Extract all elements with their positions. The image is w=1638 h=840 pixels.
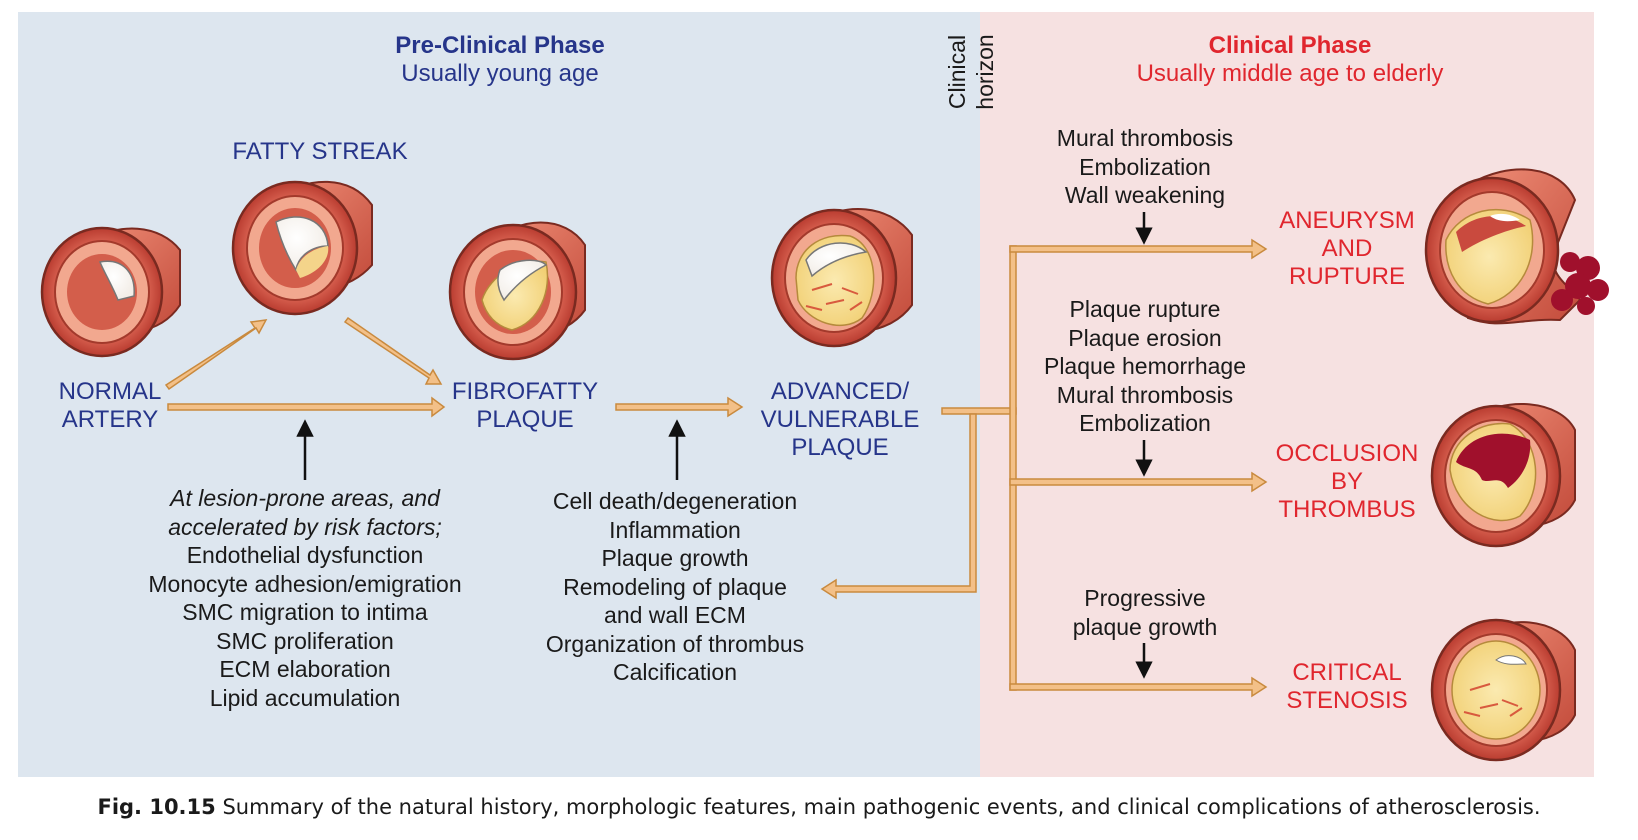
preclinical-title: Pre-Clinical Phase <box>395 32 605 59</box>
preclinical-header: Pre-Clinical Phase Usually young age <box>330 32 670 88</box>
arrow-advanced-to-branch <box>941 407 1017 415</box>
fatty-streak-label: FATTY STREAK <box>232 138 408 165</box>
figure-caption: Fig. 10.15 Summary of the natural histor… <box>0 795 1638 819</box>
stenosis-outcome-label: CRITICAL STENOSIS <box>1286 659 1408 714</box>
stenosis-events-list: Progressive plaque growth <box>1072 585 1218 640</box>
occlusion-artery-illustration <box>1430 403 1576 548</box>
clinical-horizon-label: Clinical horizon <box>944 34 998 110</box>
fibrofatty-plaque-artery-illustration <box>448 221 586 361</box>
fibrofatty-plaque-label: FIBROFATTY PLAQUE <box>451 378 599 433</box>
progression-arrows <box>164 238 1268 698</box>
clinical-subtitle: Usually middle age to elderly <box>1136 60 1444 87</box>
arrow-to-stenosis <box>1009 676 1268 698</box>
figure-caption-text: Summary of the natural history, morpholo… <box>222 795 1541 819</box>
advanced-plaque-label: ADVANCED/ VULNERABLE PLAQUE <box>760 378 920 461</box>
arrow-fibro-to-advanced <box>615 396 744 418</box>
figure-caption-label: Fig. 10.15 <box>97 795 216 819</box>
occlusion-events-list: Plaque rupture Plaque erosion Plaque hem… <box>1043 296 1247 436</box>
arrow-feedback-to-progression <box>820 413 977 600</box>
black-arrows <box>296 212 1153 679</box>
clinical-header: Clinical Phase Usually middle age to eld… <box>1100 32 1480 88</box>
normal-artery-illustration <box>40 226 181 358</box>
aneurysm-events-list: Mural thrombosis Embolization Wall weake… <box>1056 125 1234 208</box>
arrow-fatty-to-fibro <box>343 316 443 385</box>
preclinical-panel <box>18 12 980 777</box>
fatty-streak-artery-illustration <box>231 180 373 316</box>
preclinical-subtitle: Usually young age <box>401 60 599 87</box>
arrow-normal-to-fibro <box>167 396 446 418</box>
aneurysm-artery-illustration <box>1424 168 1609 325</box>
occlusion-outcome-label: OCCLUSION BY THROMBUS <box>1275 440 1419 523</box>
stenosis-artery-illustration <box>1430 618 1576 762</box>
progression-factors-list: Cell death/degeneration Inflammation Pla… <box>545 488 805 685</box>
arrow-to-aneurysm <box>1009 238 1268 260</box>
arrow-normal-to-fatty <box>164 319 268 391</box>
normal-artery-label: NORMAL ARTERY <box>58 378 162 433</box>
arrow-branch-trunk <box>1009 245 1017 691</box>
aneurysm-outcome-label: ANEURYSM AND RUPTURE <box>1279 207 1415 290</box>
advanced-plaque-artery-illustration <box>770 208 913 348</box>
arrow-to-occlusion <box>1009 471 1268 493</box>
lesion-factors-list: At lesion-prone areas, and accelerated b… <box>148 485 462 711</box>
clinical-title: Clinical Phase <box>1208 32 1372 59</box>
